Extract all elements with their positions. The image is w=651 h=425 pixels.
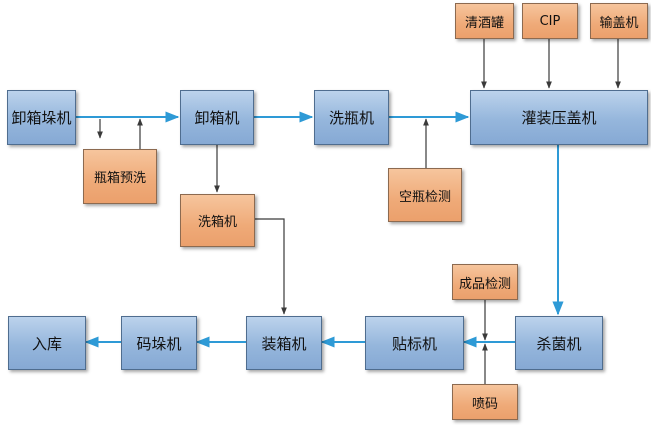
node-finished-product-inspection: 成品检测 xyxy=(452,264,518,300)
node-warehouse: 入库 xyxy=(8,316,86,370)
node-clear-wine-tank: 清酒罐 xyxy=(455,3,514,39)
node-cap-conveyor: 输盖机 xyxy=(590,3,648,39)
edge-case-washer-to-packer xyxy=(255,218,287,315)
node-inkjet-coder: 喷码 xyxy=(452,384,518,420)
node-empty-bottle-inspection: 空瓶检测 xyxy=(388,168,462,222)
node-bottle-case-prewash: 瓶箱预洗 xyxy=(83,149,157,204)
node-unstack-palletizer: 卸箱垛机 xyxy=(7,90,76,145)
node-sterilizer: 杀菌机 xyxy=(515,316,603,370)
node-case-unpacker: 卸箱机 xyxy=(180,90,254,145)
node-palletizer: 码垛机 xyxy=(121,316,197,370)
node-case-packer: 装箱机 xyxy=(246,316,322,370)
node-cip: CIP xyxy=(522,3,578,39)
node-labeler: 贴标机 xyxy=(365,316,464,370)
node-case-washer: 洗箱机 xyxy=(180,194,255,247)
node-filler-capper: 灌装压盖机 xyxy=(470,90,648,145)
node-bottle-washer: 洗瓶机 xyxy=(314,90,389,145)
